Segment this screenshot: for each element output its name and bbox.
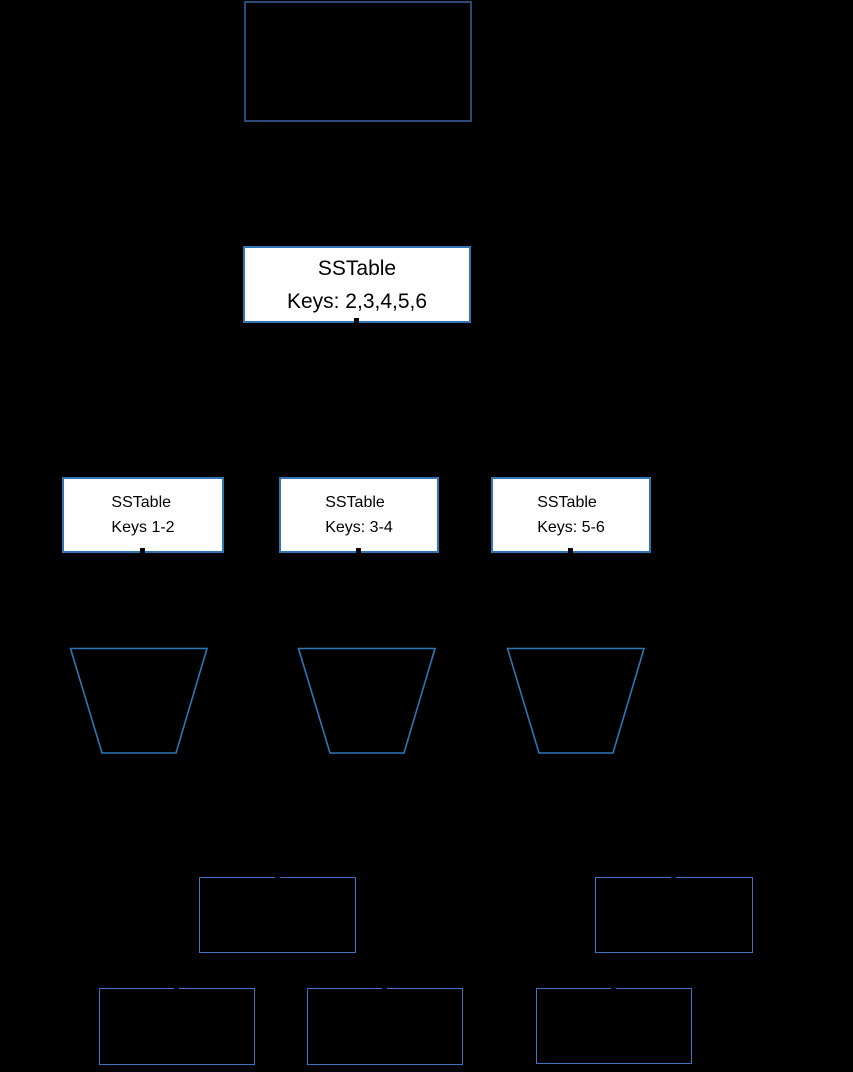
bottom-box-3	[536, 988, 692, 1064]
connector-notch	[275, 875, 280, 881]
sstable-box-3: SSTable Keys: 5-6	[491, 477, 651, 553]
connector-notch	[356, 548, 361, 554]
sstable-root-box: SSTable Keys: 2,3,4,5,6	[243, 246, 471, 323]
connector-notch	[140, 548, 145, 554]
funnel-shape-3	[506, 647, 646, 754]
bottom-box-1	[99, 988, 255, 1065]
sstable-3-keys: Keys: 5-6	[537, 519, 605, 536]
bottom-box-2	[307, 988, 463, 1065]
sstable-root-keys: Keys: 2,3,4,5,6	[286, 289, 428, 313]
connector-notch	[671, 875, 676, 881]
mid-right-box	[595, 877, 753, 953]
sstable-3-title: SSTable	[537, 494, 597, 511]
connector-notch	[354, 318, 359, 324]
sstable-2-title: SSTable	[325, 494, 385, 511]
mid-left-box	[199, 877, 356, 953]
sstable-box-2: SSTable Keys: 3-4	[279, 477, 439, 553]
sstable-1-keys: Keys 1-2	[111, 519, 175, 536]
connector-notch	[611, 986, 616, 992]
connector-notch	[382, 986, 387, 992]
sstable-box-1: SSTable Keys 1-2	[62, 477, 224, 553]
connector-notch	[174, 986, 179, 992]
connector-notch	[568, 548, 573, 554]
sstable-root-title: SSTable	[317, 256, 397, 280]
funnel-shape-2	[297, 647, 437, 754]
funnel-shape-1	[69, 647, 209, 754]
sstable-1-title: SSTable	[111, 494, 172, 511]
top-box	[244, 1, 472, 122]
sstable-2-keys: Keys: 3-4	[325, 519, 393, 536]
